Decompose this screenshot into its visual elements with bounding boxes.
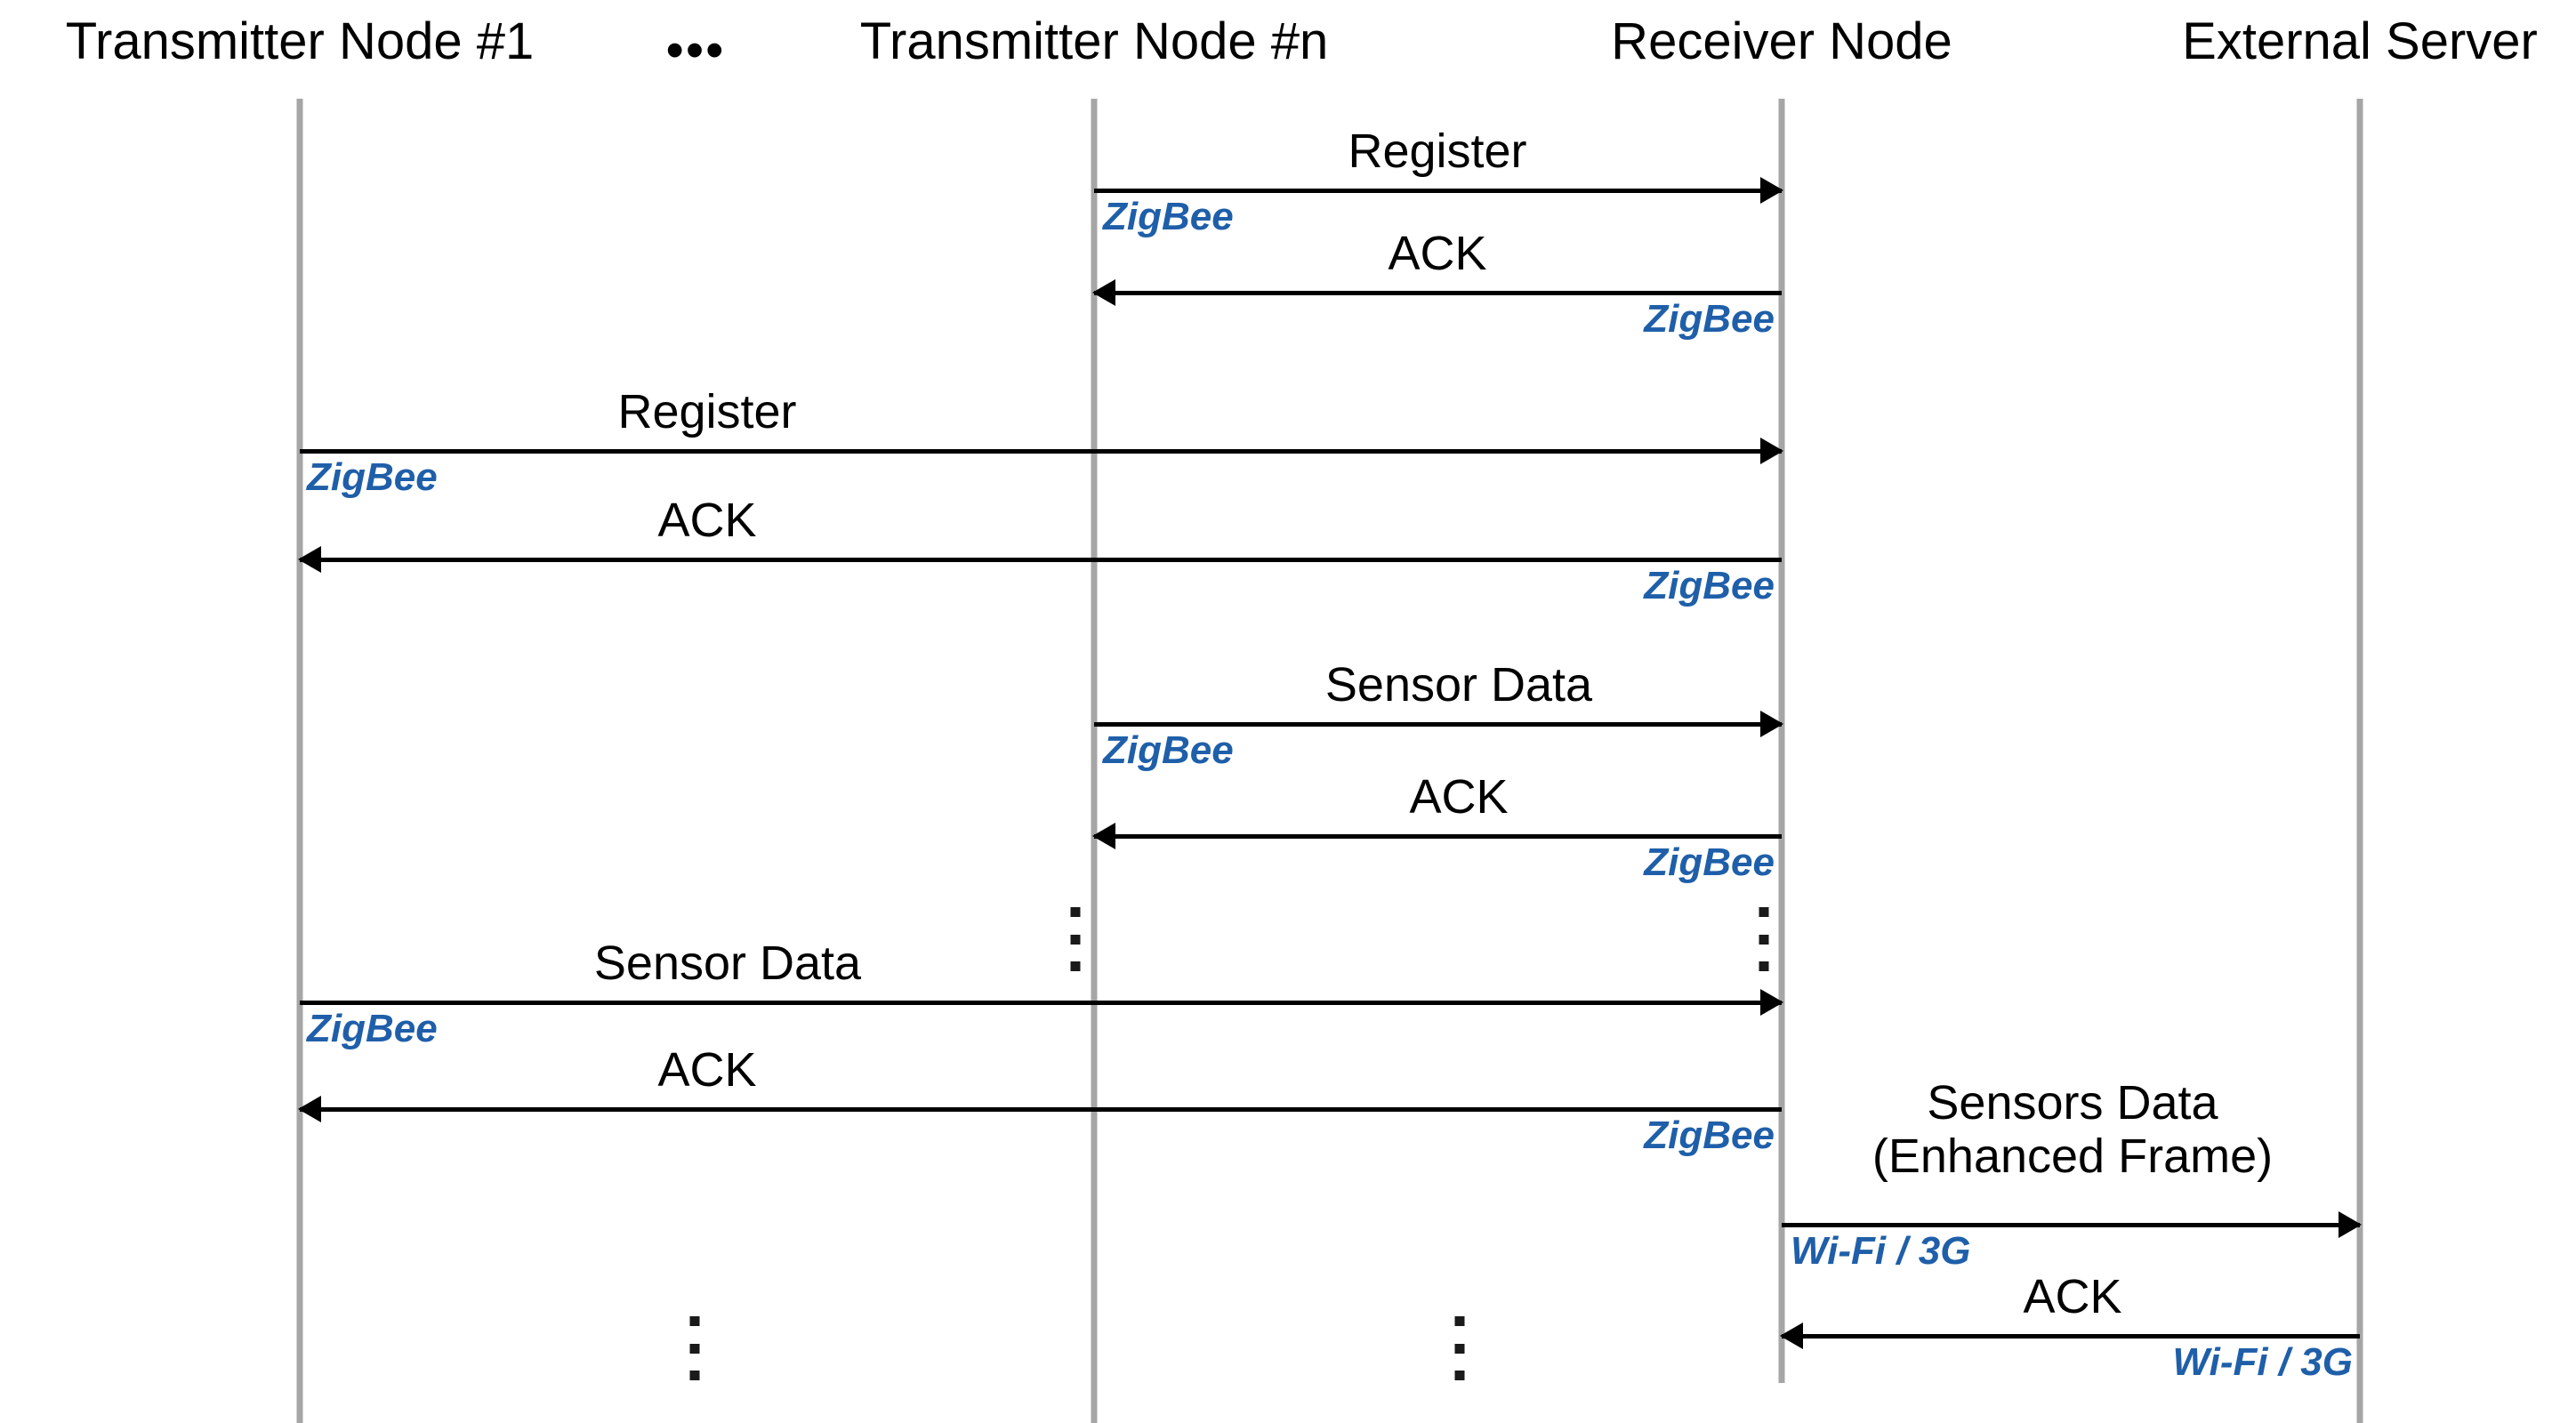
header-ellipsis-icon: ••• [665, 21, 726, 79]
dot [1454, 1371, 1465, 1380]
message-label-m2: ACK [1388, 227, 1487, 280]
protocol-label-m7: ZigBee [307, 1007, 438, 1050]
dot [689, 1371, 700, 1380]
lifeline-tx1 [296, 99, 303, 1423]
participant-label-rx: Receiver Node [1611, 12, 1952, 70]
dot [1759, 934, 1769, 945]
dot [689, 1316, 700, 1326]
arrow-head-icon-m9 [2339, 1211, 2362, 1238]
continuation-dots-icon-d3 [689, 1316, 700, 1380]
arrow-head-icon-m2 [1092, 279, 1115, 306]
arrow-head-icon-m10 [1780, 1323, 1803, 1349]
protocol-label-m6: ZigBee [1644, 840, 1775, 884]
arrow-head-icon-m8 [298, 1096, 321, 1122]
message-label-m9: Sensors Data(Enhanced Frame) [1872, 1076, 2273, 1184]
dot [1070, 961, 1081, 971]
dot [1070, 907, 1081, 917]
message-label-m10: ACK [2023, 1270, 2122, 1323]
message-label-m5: Sensor Data [1324, 658, 1593, 712]
arrow-head-icon-m1 [1760, 177, 1783, 204]
message-line-m5 [1094, 722, 1782, 727]
protocol-label-m2: ZigBee [1644, 297, 1775, 341]
protocol-label-m10: Wi-Fi / 3G [2172, 1340, 2354, 1384]
dot [1454, 1343, 1465, 1354]
arrow-head-icon-m3 [1760, 438, 1783, 464]
protocol-label-m4: ZigBee [1644, 564, 1775, 607]
message-label-m3: Register [617, 385, 797, 438]
message-label-m6: ACK [1409, 770, 1509, 824]
continuation-dots-icon-d2 [1759, 907, 1769, 971]
protocol-label-m9: Wi-Fi / 3G [1791, 1229, 1971, 1273]
protocol-label-m8: ZigBee [1644, 1113, 1775, 1157]
message-label-line1-m9: Sensors Data [1927, 1076, 2218, 1130]
message-label-m7: Sensor Data [593, 937, 862, 990]
message-line-m10 [1782, 1334, 2360, 1339]
arrow-head-icon-m4 [298, 546, 321, 573]
message-label-m8: ACK [657, 1043, 757, 1097]
lifeline-txn [1091, 99, 1098, 1423]
dot [1070, 934, 1081, 945]
dot [1759, 907, 1769, 917]
arrow-head-icon-m5 [1760, 711, 1783, 737]
dot [1759, 961, 1769, 971]
message-line-m6 [1094, 834, 1782, 839]
participant-label-txn: Transmitter Node #n [859, 12, 1329, 70]
protocol-label-m5: ZigBee [1103, 728, 1234, 772]
message-line-m8 [300, 1107, 1782, 1112]
message-line-m4 [300, 558, 1782, 562]
participant-label-tx1: Transmitter Node #1 [65, 12, 535, 70]
arrow-head-icon-m6 [1092, 823, 1115, 849]
arrow-head-icon-m7 [1760, 989, 1783, 1016]
message-label-m4: ACK [657, 494, 757, 547]
message-line-m9 [1782, 1223, 2360, 1227]
message-label-line2-m9: (Enhanced Frame) [1872, 1130, 2274, 1184]
message-line-m1 [1094, 189, 1782, 193]
message-line-m2 [1094, 291, 1782, 295]
continuation-dots-icon-d4 [1454, 1316, 1465, 1380]
participant-label-server: External Server [2182, 12, 2538, 70]
lifeline-rx [1778, 99, 1785, 1383]
message-label-m1: Register [1348, 125, 1527, 178]
continuation-dots-icon-d1 [1070, 907, 1081, 971]
message-line-m3 [300, 449, 1782, 454]
protocol-label-m1: ZigBee [1103, 195, 1234, 238]
dot [1454, 1316, 1465, 1326]
protocol-label-m3: ZigBee [307, 455, 438, 499]
message-line-m7 [300, 1001, 1782, 1005]
lifeline-server [2356, 99, 2363, 1423]
dot [689, 1343, 700, 1354]
